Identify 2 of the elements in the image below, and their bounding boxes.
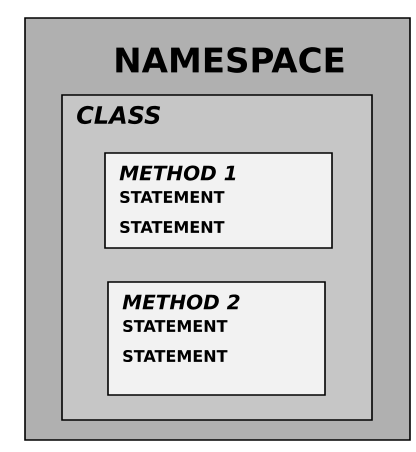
method-box: METHOD 2 STATEMENT STATEMENT [107, 281, 326, 396]
method-box: METHOD 1 STATEMENT STATEMENT [104, 152, 333, 249]
